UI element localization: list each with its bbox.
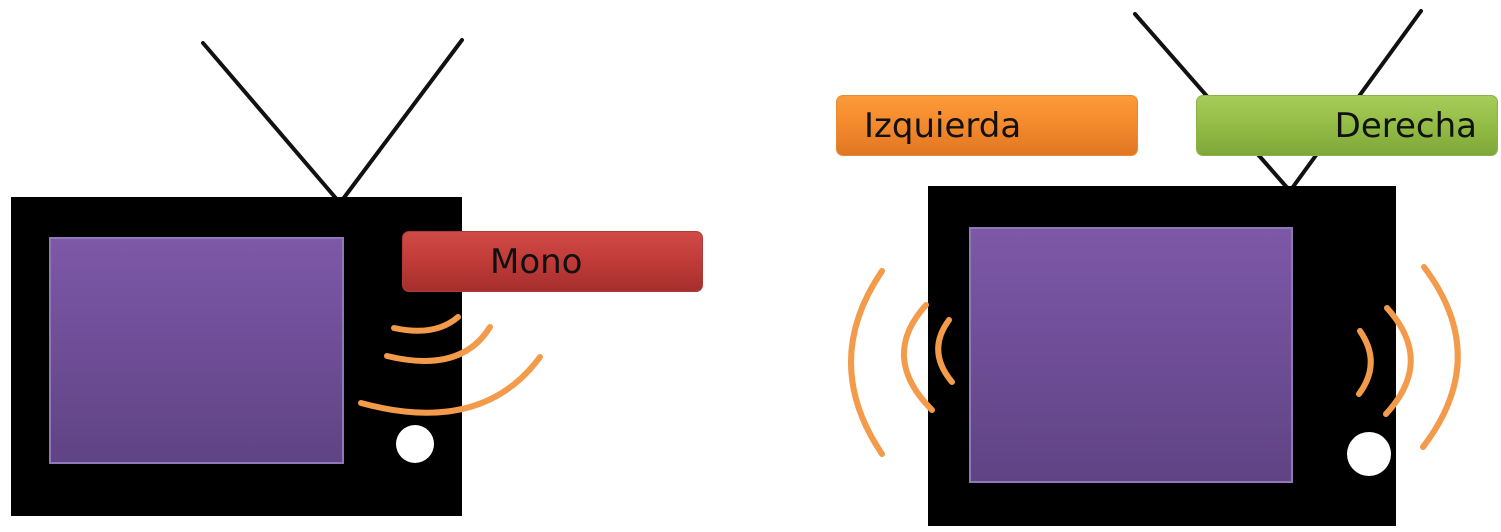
right-knob-icon bbox=[1347, 432, 1391, 476]
left-sound-wave-icon bbox=[358, 314, 543, 416]
right-channel-label-text: Derecha bbox=[1334, 105, 1477, 146]
left-channel-sound-wave-icon bbox=[848, 268, 955, 457]
left-tv-screen bbox=[49, 237, 344, 464]
mono-label: Mono bbox=[402, 231, 703, 292]
left-knob-icon bbox=[396, 425, 434, 463]
mono-label-text: Mono bbox=[490, 241, 583, 282]
right-tv-screen bbox=[969, 227, 1293, 483]
right-channel-sound-wave-icon bbox=[1356, 264, 1461, 450]
stereo-tv-icon bbox=[848, 9, 1461, 526]
left-antenna-icon bbox=[201, 38, 464, 205]
left-channel-label-text: Izquierda bbox=[864, 105, 1022, 146]
right-channel-label: Derecha bbox=[1196, 95, 1498, 156]
left-channel-label: Izquierda bbox=[836, 95, 1138, 156]
mono-tv-icon bbox=[11, 38, 543, 516]
